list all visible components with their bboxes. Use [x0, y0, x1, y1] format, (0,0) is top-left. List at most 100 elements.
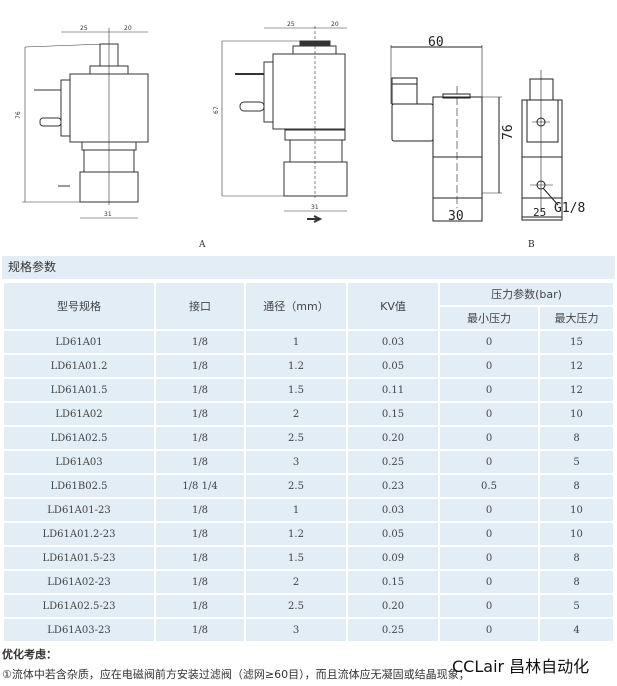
- cell-kv: 0.05: [346, 521, 440, 547]
- cell-min-pressure: 0: [438, 545, 540, 571]
- dim-b-76: 76: [501, 124, 516, 140]
- cell-max-pressure: 10: [538, 401, 615, 427]
- watermark: CCLair 昌林自动化: [452, 657, 590, 676]
- cell-model: LD61A01: [2, 329, 156, 355]
- cell-port: 1/8: [154, 425, 246, 451]
- cell-orifice: 1.2: [244, 521, 348, 547]
- cell-min-pressure: 0: [438, 401, 540, 427]
- cell-model: LD61A02.5-23: [2, 593, 156, 619]
- header-min-pressure: 最小压力: [438, 305, 540, 331]
- cell-max-pressure: 4: [538, 617, 615, 643]
- cell-max-pressure: 8: [538, 569, 615, 595]
- drawing-b-dimensions: 60 76 30 25 G1/8 B: [428, 35, 585, 250]
- cell-max-pressure: 12: [538, 353, 615, 379]
- cell-min-pressure: 0: [438, 521, 540, 547]
- cell-min-pressure: 0: [438, 449, 540, 475]
- cell-model: LD61A02.5: [2, 425, 156, 451]
- cell-kv: 0.03: [346, 497, 440, 523]
- cell-port: 1/8: [154, 569, 246, 595]
- cell-max-pressure: 15: [538, 329, 615, 355]
- cell-port: 1/8: [154, 353, 246, 379]
- cell-kv: 0.15: [346, 569, 440, 595]
- drawing-b-left-view: [390, 45, 502, 222]
- cell-min-pressure: 0: [438, 617, 540, 643]
- cell-max-pressure: 5: [538, 593, 615, 619]
- cell-max-pressure: 8: [538, 473, 615, 499]
- cell-port: 1/8 1/4: [154, 473, 246, 499]
- cell-orifice: 1.5: [244, 545, 348, 571]
- cell-orifice: 2.5: [244, 473, 348, 499]
- cell-min-pressure: 0: [438, 329, 540, 355]
- cell-port: 1/8: [154, 329, 246, 355]
- drawing-a-right-view: [221, 26, 348, 223]
- drawing-a-left-view: [22, 28, 149, 219]
- cell-model: LD61A01-23: [2, 497, 156, 523]
- dim-a-25-left: 25: [80, 25, 88, 32]
- header-kv: KV值: [346, 281, 440, 331]
- cell-port: 1/8: [154, 377, 246, 403]
- cell-min-pressure: 0: [438, 353, 540, 379]
- note-1: ①流体中若含杂质，应在电磁阀前方安装过滤阀（滤网≥60目），而且流体应无凝固或结…: [2, 668, 470, 681]
- cell-min-pressure: 0: [438, 425, 540, 451]
- header-port: 接口: [154, 281, 246, 331]
- dim-a-20-left: 20: [124, 25, 132, 32]
- cell-orifice: 3: [244, 449, 348, 475]
- dim-a-31-right: 31: [311, 204, 319, 211]
- cell-orifice: 1: [244, 497, 348, 523]
- cell-max-pressure: 8: [538, 425, 615, 451]
- cell-port: 1/8: [154, 401, 246, 427]
- cell-port: 1/8: [154, 593, 246, 619]
- cell-orifice: 1.2: [244, 353, 348, 379]
- drawing-b-right-view: [521, 70, 563, 221]
- technical-drawings: 25 20 76 31 25 20 67 31 A: [15, 21, 585, 250]
- cell-kv: 0.05: [346, 353, 440, 379]
- dim-a-67: 67: [213, 106, 220, 114]
- cell-port: 1/8: [154, 521, 246, 547]
- cell-port: 1/8: [154, 497, 246, 523]
- header-pressure: 压力参数(bar): [438, 281, 615, 307]
- cell-kv: 0.23: [346, 473, 440, 499]
- dim-b-25: 25: [533, 206, 546, 219]
- cell-kv: 0.11: [346, 377, 440, 403]
- cell-kv: 0.09: [346, 545, 440, 571]
- cell-kv: 0.25: [346, 449, 440, 475]
- dim-a-20-right: 20: [331, 21, 339, 28]
- cell-model: LD61A03: [2, 449, 156, 475]
- cell-model: LD61A03-23: [2, 617, 156, 643]
- cell-orifice: 3: [244, 617, 348, 643]
- cell-port: 1/8: [154, 617, 246, 643]
- cell-max-pressure: 12: [538, 377, 615, 403]
- cell-min-pressure: 0: [438, 377, 540, 403]
- spec-table: 型号规格 接口 通径（mm） KV值 压力参数(bar) 最小压力 最大压力 L…: [2, 281, 615, 643]
- cell-max-pressure: 10: [538, 521, 615, 547]
- dim-a-25-right: 25: [287, 21, 295, 28]
- cell-min-pressure: 0: [438, 497, 540, 523]
- cell-model: LD61A02-23: [2, 569, 156, 595]
- dim-b-60: 60: [428, 35, 444, 50]
- cell-max-pressure: 5: [538, 449, 615, 475]
- cell-kv: 0.20: [346, 593, 440, 619]
- cell-orifice: 2.5: [244, 593, 348, 619]
- cell-port: 1/8: [154, 449, 246, 475]
- cell-model: LD61A01.2-23: [2, 521, 156, 547]
- section-title: 规格参数: [2, 256, 615, 279]
- dim-b-thread: G1/8: [554, 201, 585, 216]
- dim-a-31-left: 31: [104, 211, 112, 218]
- drawing-a-dimensions: 25 20 76 31 25 20 67 31 A: [15, 21, 339, 250]
- cell-orifice: 2: [244, 401, 348, 427]
- cell-orifice: 1.5: [244, 377, 348, 403]
- cell-min-pressure: 0: [438, 569, 540, 595]
